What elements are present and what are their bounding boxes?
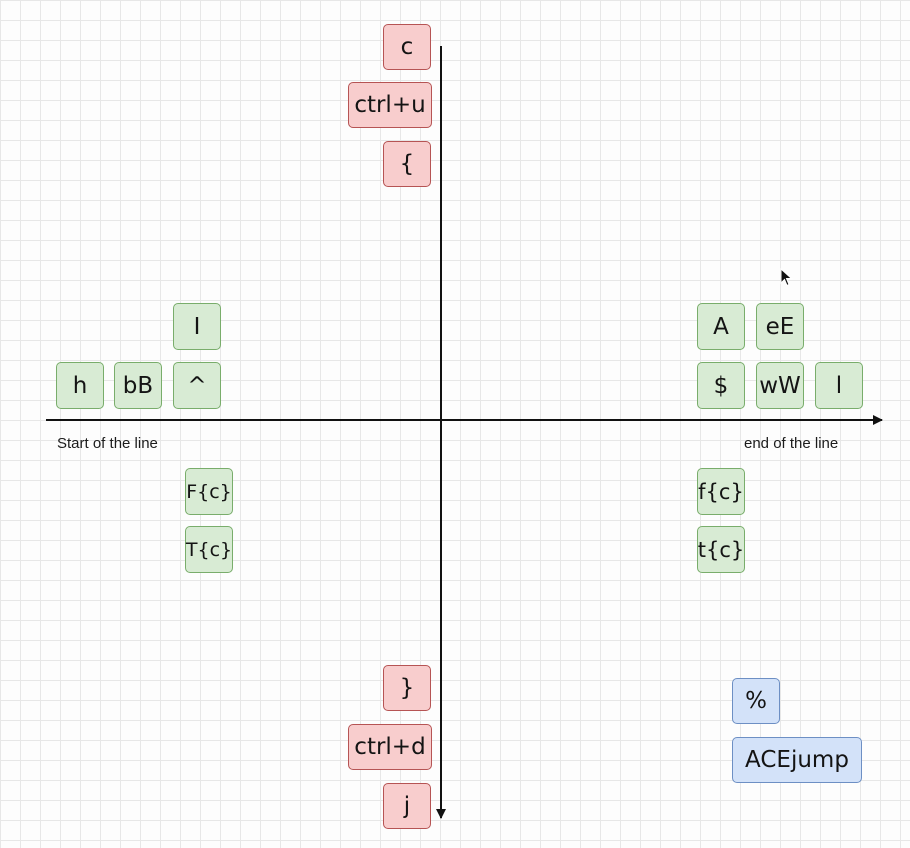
x-axis-left-label: Start of the line bbox=[57, 435, 158, 452]
key-h[interactable]: h bbox=[56, 362, 104, 409]
key-dollar[interactable]: $ bbox=[697, 362, 745, 409]
key-t-c[interactable]: t{c} bbox=[697, 526, 745, 573]
key-f-c[interactable]: f{c} bbox=[697, 468, 745, 515]
key-bB[interactable]: bB bbox=[114, 362, 162, 409]
key-caret[interactable]: ^ bbox=[173, 362, 221, 409]
key-ctrl-d[interactable]: ctrl+d bbox=[348, 724, 432, 770]
key-acejump[interactable]: ACEjump bbox=[732, 737, 862, 783]
key-wW[interactable]: wW bbox=[756, 362, 804, 409]
key-ctrl-u[interactable]: ctrl+u bbox=[348, 82, 432, 128]
key-F-c[interactable]: F{c} bbox=[185, 468, 233, 515]
key-l[interactable]: l bbox=[815, 362, 863, 409]
key-percent[interactable]: % bbox=[732, 678, 780, 724]
key-brace-open[interactable]: { bbox=[383, 141, 431, 187]
key-eE[interactable]: eE bbox=[756, 303, 804, 350]
mouse-cursor-icon bbox=[780, 268, 793, 287]
x-axis-right-label: end of the line bbox=[744, 435, 839, 452]
key-brace-close[interactable]: } bbox=[383, 665, 431, 711]
key-T-c[interactable]: T{c} bbox=[185, 526, 233, 573]
key-c[interactable]: c bbox=[383, 24, 431, 70]
key-I[interactable]: I bbox=[173, 303, 221, 350]
key-j[interactable]: j bbox=[383, 783, 431, 829]
key-A[interactable]: A bbox=[697, 303, 745, 350]
